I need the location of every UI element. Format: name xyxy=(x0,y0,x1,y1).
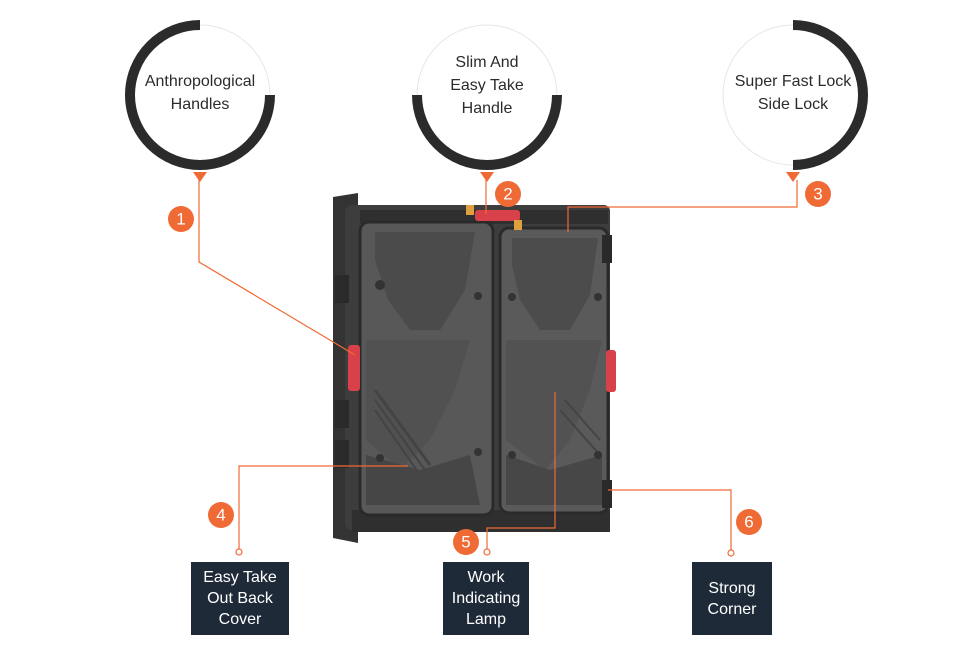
leader-lines xyxy=(198,178,798,551)
badge-number-5: 5 xyxy=(461,533,470,552)
feature-label-5: Work Indicating Lamp xyxy=(443,562,529,635)
feature-label-4: Easy Take Out Back Cover xyxy=(191,562,289,635)
top-lock-pin xyxy=(466,205,474,215)
leader-line-5 xyxy=(486,392,556,550)
top-handle xyxy=(475,210,520,221)
leader-dot-6 xyxy=(727,549,735,557)
feature-label-1: Anthropological Handles xyxy=(144,73,256,113)
feature-circle-1 xyxy=(125,20,275,182)
badge-number-3: 3 xyxy=(813,185,822,204)
leader-line-3 xyxy=(567,180,798,232)
leader-dot-4 xyxy=(235,548,243,556)
pointer-triangle-3 xyxy=(786,172,800,182)
left-back-cover xyxy=(358,220,495,517)
pointer-triangle-1 xyxy=(193,172,207,182)
feature-circle-3 xyxy=(722,20,868,182)
leader-dots xyxy=(235,548,735,557)
badge-number-1: 1 xyxy=(176,210,185,229)
leader-line-6 xyxy=(608,489,732,551)
badge-5: 5 xyxy=(453,529,479,555)
feature-label-6: Strong Corner xyxy=(692,562,772,635)
feature-label-3: Super Fast Lock Side Lock xyxy=(734,73,852,113)
badge-1: 1 xyxy=(168,206,194,232)
badge-6: 6 xyxy=(736,509,762,535)
top-lock-pin-2 xyxy=(514,220,522,230)
badge-2: 2 xyxy=(495,181,521,207)
badge-3: 3 xyxy=(805,181,831,207)
leader-line-1 xyxy=(198,178,356,356)
leader-dot-5 xyxy=(483,548,491,556)
badge-number-4: 4 xyxy=(216,506,225,525)
leader-line-4 xyxy=(238,465,408,550)
pointer-triangle-2 xyxy=(480,172,494,182)
feature-circle-2 xyxy=(412,24,562,182)
right-back-cover xyxy=(498,226,610,515)
badge-number-2: 2 xyxy=(503,185,512,204)
led-cabinet xyxy=(333,193,616,543)
side-handle-left xyxy=(348,345,360,391)
feature-label-2: Slim And Easy Take Handle xyxy=(450,54,524,117)
badge-number-6: 6 xyxy=(744,513,753,532)
side-handle-right xyxy=(606,350,616,392)
badge-4: 4 xyxy=(208,502,234,528)
